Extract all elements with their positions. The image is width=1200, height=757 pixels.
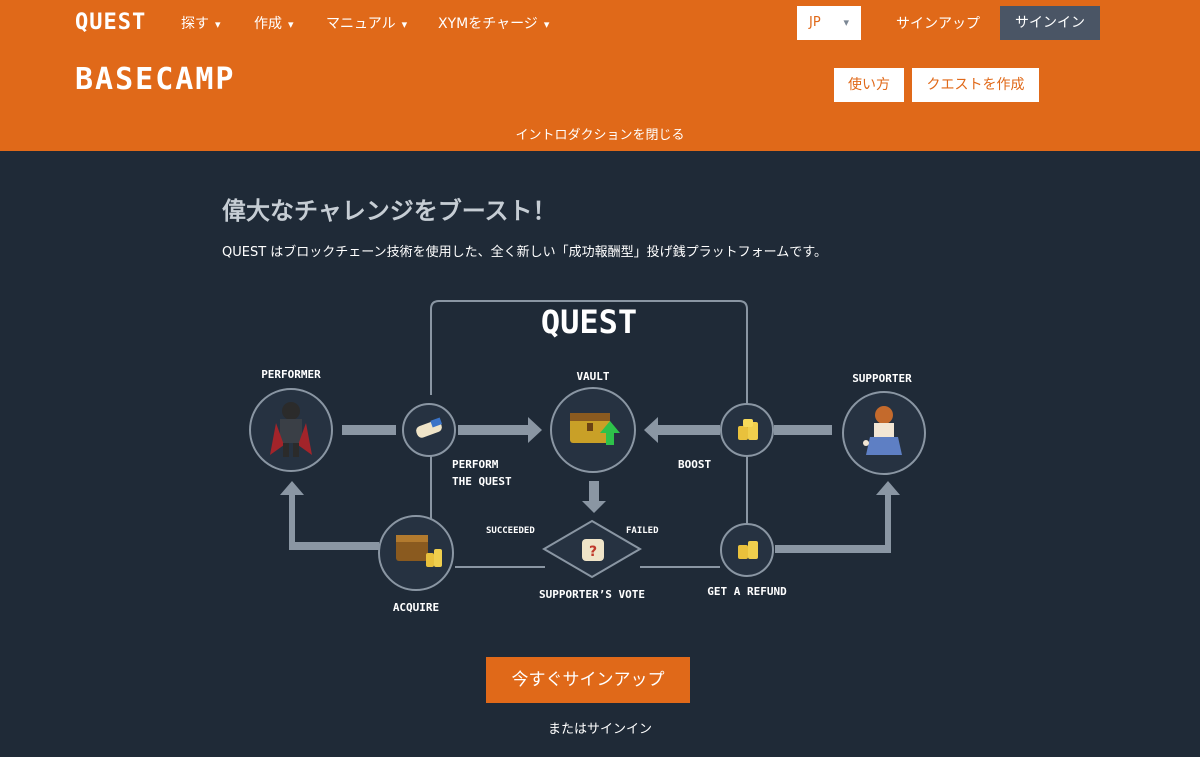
coin-stack-icon [738,419,758,440]
supporter-icon [863,406,902,455]
chevron-down-icon: ▾ [843,16,849,29]
chevron-down-icon: ▾ [543,18,550,31]
refund-label: GET A REFUND [707,585,787,598]
signin-button[interactable]: サインイン [1000,6,1100,40]
arrow-head-to-vault [528,417,542,443]
quest-flow-diagram: ? QUEST PERFORMER VAULT SUPPORTER PERFOR… [249,300,926,614]
signup-now-button[interactable]: 今すぐサインアップ [486,657,690,703]
svg-text:?: ? [589,544,597,560]
arrow-supporter-to-boost [774,425,832,435]
language-select[interactable]: JP ▾ [797,6,861,40]
diagram-title: QUEST [541,303,637,341]
close-intro-link[interactable]: イントロダクションを閉じる [515,128,685,143]
intro-text: QUEST はブロックチェーン技術を使用した、全く新しい「成功報酬型」投げ銭プラ… [222,245,827,260]
arrow-refund-to-supporter [775,545,891,553]
nav-manual-label: マニュアル [326,16,396,32]
arrow-head-to-vault-right [644,417,658,443]
chevron-down-icon: ▾ [401,18,408,31]
nav-explore[interactable]: 探す ▾ [181,13,221,33]
chevron-down-icon: ▾ [288,18,294,31]
perform-label-line1: PERFORM [452,458,499,471]
signup-link[interactable]: サインアップ [896,16,980,32]
intro-heading: 偉大なチャレンジをブースト！ [222,197,557,225]
how-to-button[interactable]: 使い方 [834,68,904,102]
arrow-head-to-vote [582,501,606,513]
nav-charge-xym-label: XYMをチャージ [438,16,538,32]
nav-manual[interactable]: マニュアル ▾ [326,13,407,33]
chevron-down-icon: ▾ [215,18,221,31]
performer-label: PERFORMER [261,368,321,381]
arrow-performer-to-scroll [342,425,396,435]
nav-create[interactable]: 作成 ▾ [254,13,294,33]
treasure-chest-icon [570,413,620,445]
arrow-up-to-performer [280,481,304,542]
nav-charge-xym[interactable]: XYMをチャージ ▾ [438,13,549,33]
acquire-label: ACQUIRE [393,601,439,614]
failed-label: FAILED [626,526,659,536]
performer-icon [270,402,312,457]
vote-scroll-icon: ? [582,539,604,561]
arrow-acquire-to-performer [289,542,379,550]
supporter-label: SUPPORTER [852,372,912,385]
nav-explore-label: 探す [181,16,209,32]
site-header: QUEST 探す ▾ 作成 ▾ マニュアル ▾ XYMをチャージ ▾ JP ▾ サインア… [0,0,1200,151]
arrow-boost-body [658,425,720,435]
nav-create-label: 作成 [254,16,282,32]
refund-coin-icon [738,541,758,559]
or-signin-link[interactable]: またはサインイン [547,722,652,737]
site-logo[interactable]: QUEST [75,10,147,35]
quest-frame-line [430,300,748,525]
chest-and-coins-icon [396,535,442,567]
succeeded-label: SUCCEEDED [486,526,535,536]
perform-label-line2: THE QUEST [452,475,512,488]
arrow-scroll-body [458,425,530,435]
vault-label: VAULT [576,370,609,383]
create-quest-button[interactable]: クエストを作成 [912,68,1039,102]
page-title: BASECAMP [75,62,236,97]
arrow-up-to-supporter [876,481,900,553]
language-value: JP [809,15,821,30]
vote-label: SUPPORTER’S VOTE [539,588,645,601]
arrow-vault-to-vote [589,481,599,501]
scroll-icon [416,417,443,438]
boost-label: BOOST [678,458,711,471]
